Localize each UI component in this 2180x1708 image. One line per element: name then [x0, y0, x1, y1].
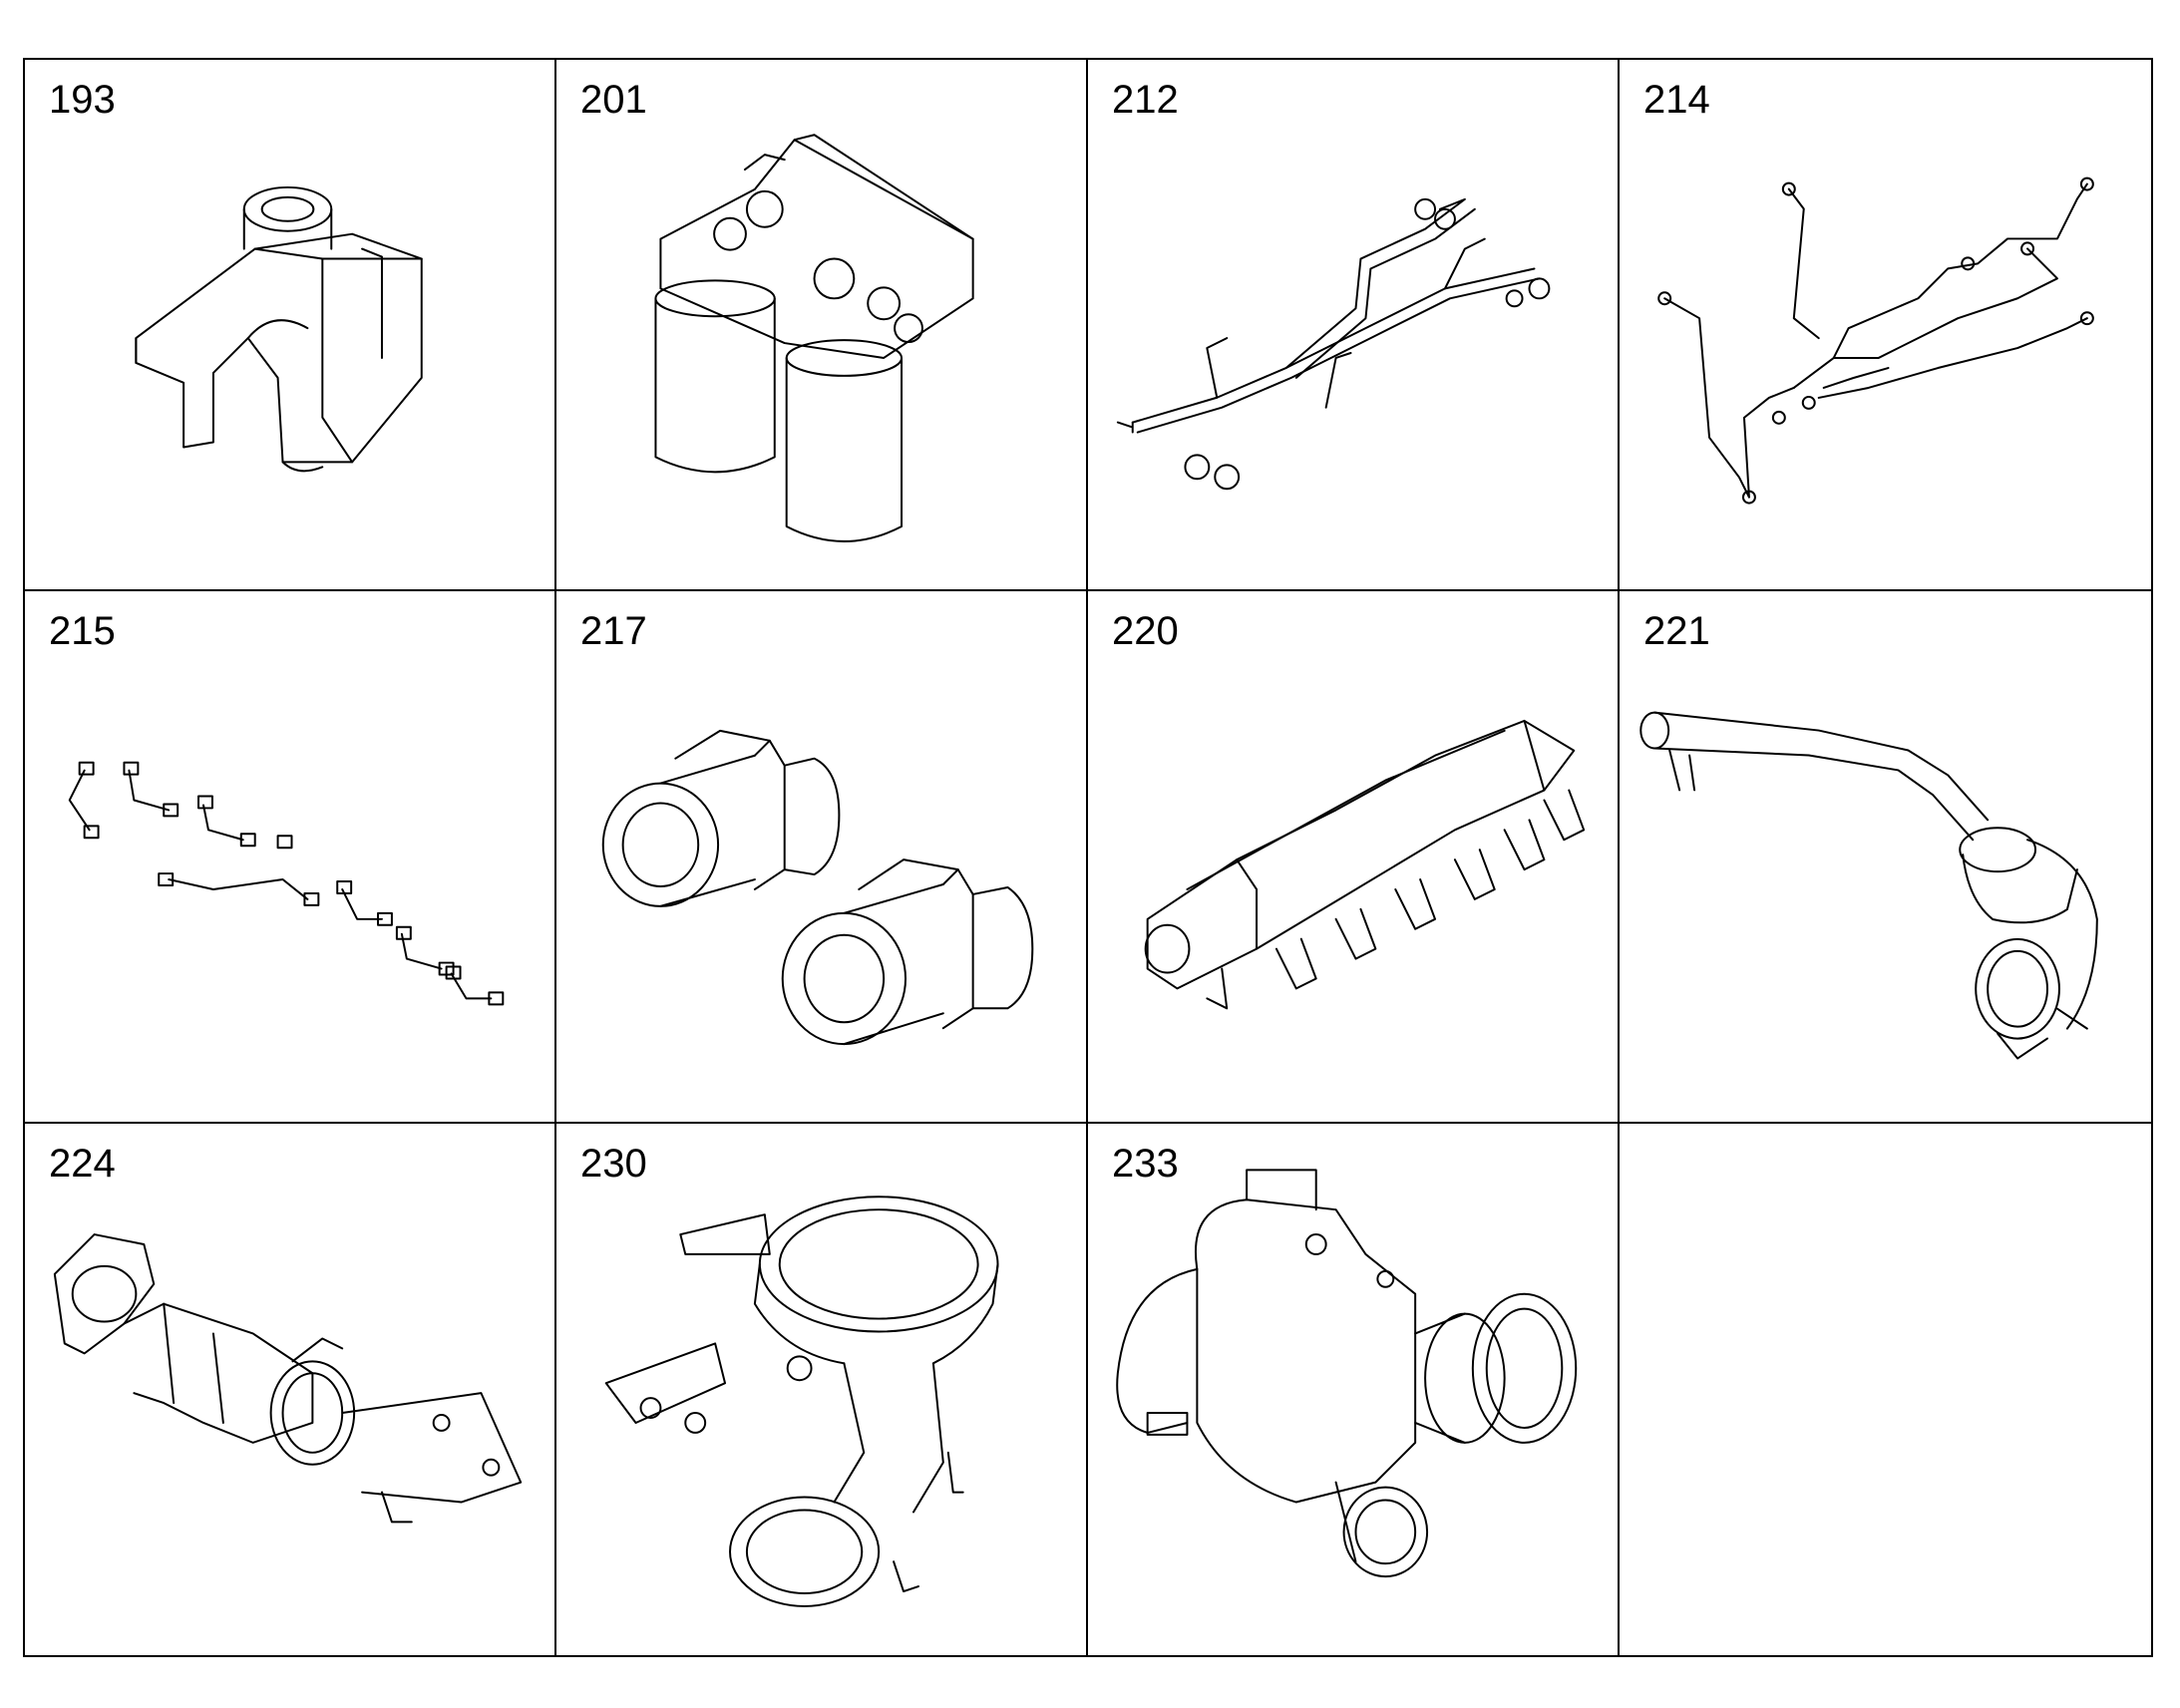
part-number: 217 — [580, 609, 647, 654]
part-cell-221[interactable]: 221 — [1620, 591, 2151, 1124]
parts-grid: 193 201 — [23, 58, 2153, 1657]
empty-cell — [1620, 1124, 2151, 1655]
dual-fuel-filter-icon — [556, 60, 1086, 589]
part-cell-233[interactable]: 233 — [1088, 1123, 1620, 1655]
part-cell-217[interactable]: 217 — [556, 591, 1088, 1124]
part-cell-212[interactable]: 212 — [1088, 60, 1620, 592]
coolant-pipe-icon — [1620, 591, 2151, 1121]
part-number: 212 — [1112, 78, 1179, 122]
fuel-pipe-set-icon — [25, 591, 554, 1121]
part-number: 201 — [580, 78, 647, 122]
injection-pipe-harness-icon — [1620, 60, 2151, 589]
pipe-union-fittings-icon — [556, 591, 1086, 1121]
exhaust-elbow-icon — [556, 1124, 1086, 1655]
turbo-outlet-housing-icon — [1088, 1124, 1618, 1655]
part-number: 224 — [49, 1141, 116, 1186]
fuel-line-manifold-icon — [1088, 60, 1618, 589]
part-number: 230 — [580, 1141, 647, 1186]
part-number: 221 — [1643, 609, 1710, 654]
part-number: 193 — [49, 78, 116, 122]
part-cell-215[interactable]: 215 — [25, 591, 556, 1124]
intake-manifold-icon — [1088, 591, 1618, 1121]
part-number: 215 — [49, 609, 116, 654]
egr-valve-assembly-icon — [25, 1124, 554, 1655]
part-cell-214[interactable]: 214 — [1620, 60, 2151, 592]
part-number: 220 — [1112, 609, 1179, 654]
part-cell-224[interactable]: 224 — [25, 1123, 556, 1655]
part-number: 214 — [1643, 78, 1710, 122]
part-cell-230[interactable]: 230 — [556, 1123, 1088, 1655]
yoke-fork-icon — [25, 60, 554, 589]
part-cell-193[interactable]: 193 — [25, 60, 556, 592]
part-number: 233 — [1112, 1141, 1179, 1186]
part-cell-220[interactable]: 220 — [1088, 591, 1620, 1124]
part-cell-201[interactable]: 201 — [556, 60, 1088, 592]
